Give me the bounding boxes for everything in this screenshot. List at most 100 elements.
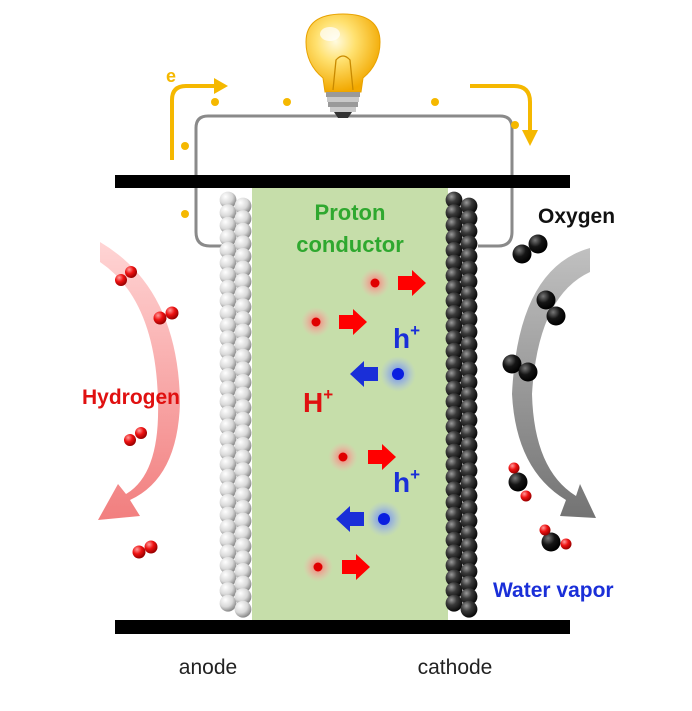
cathode-sphere	[445, 355, 463, 373]
cathode-sphere	[445, 368, 463, 385]
external-circuit-wire	[194, 114, 514, 248]
cathode-sphere	[460, 248, 478, 265]
anode-sphere	[234, 411, 252, 429]
anode-sphere	[234, 500, 252, 517]
cathode-sphere	[445, 443, 463, 461]
anode-sphere	[234, 248, 252, 265]
water-molecule	[539, 524, 572, 552]
anode-sphere	[219, 506, 237, 524]
cathode-sphere	[445, 582, 463, 599]
cathode-sphere	[460, 411, 478, 429]
anode-sphere	[234, 588, 252, 605]
anode-sphere	[234, 512, 252, 530]
cathode-sphere	[445, 279, 463, 297]
cathode-sphere	[460, 273, 478, 290]
anode-sphere	[219, 468, 237, 486]
water-molecule	[508, 462, 532, 502]
cathode-sphere	[445, 569, 463, 587]
oxygen-flow-arrow	[512, 248, 596, 518]
water-vapor-label: Water vapor	[493, 579, 614, 602]
anode-sphere	[219, 317, 237, 335]
cathode-label: cathode	[418, 656, 493, 679]
anode-sphere	[234, 575, 252, 593]
bottom-plate	[115, 620, 570, 634]
cathode-sphere	[445, 405, 463, 423]
anode-sphere	[234, 449, 252, 467]
oxygen-molecule	[502, 354, 538, 382]
cathode-sphere	[445, 330, 463, 347]
anode-sphere	[219, 531, 237, 549]
cathode-sphere	[460, 500, 478, 517]
anode-sphere	[219, 544, 237, 562]
cathode-sphere	[460, 437, 478, 454]
anode-sphere	[219, 279, 237, 297]
electrolyte-label-line2: conductor	[296, 232, 404, 257]
cathode-sphere	[445, 544, 463, 562]
anode-sphere	[219, 355, 237, 373]
proton-direction-arrow	[339, 309, 367, 335]
top-plate	[115, 175, 570, 188]
anode-sphere	[219, 242, 237, 259]
anode-sphere	[234, 235, 252, 253]
charge-carriers	[301, 268, 426, 582]
cathode-sphere	[445, 468, 463, 486]
anode-sphere	[219, 494, 237, 511]
anode-sphere	[219, 330, 237, 347]
anode-sphere	[234, 311, 252, 328]
proton-direction-arrow	[398, 270, 426, 296]
cathode-sphere	[445, 342, 463, 360]
cathode-sphere	[460, 512, 478, 530]
cathode-sphere	[460, 336, 478, 353]
anode-sphere	[219, 582, 237, 599]
cathode-sphere	[460, 197, 478, 215]
cathode-sphere	[445, 229, 463, 247]
cathode-sphere	[460, 474, 478, 492]
anode-sphere	[234, 348, 252, 366]
light-bulb-icon	[305, 13, 381, 118]
anode-sphere	[219, 368, 237, 385]
cathode-sphere	[445, 557, 463, 574]
cathode-sphere	[460, 285, 478, 303]
oxygen-label: Oxygen	[538, 205, 615, 228]
proton-carrier	[303, 552, 370, 582]
anode-sphere	[234, 600, 252, 618]
cathode-sphere	[460, 588, 478, 605]
anode-sphere	[234, 550, 252, 568]
proton-direction-arrow	[342, 554, 370, 580]
anode-sphere	[234, 399, 252, 416]
hydrogen-molecule	[132, 540, 158, 559]
cathode-sphere	[460, 348, 478, 366]
anode-sphere	[219, 191, 237, 209]
cathode-sphere	[445, 305, 463, 322]
anode-sphere	[219, 267, 237, 284]
cathode-sphere	[445, 393, 463, 410]
anode-sphere	[219, 342, 237, 360]
anode-sphere	[219, 204, 237, 222]
anode-sphere	[219, 418, 237, 436]
anode-sphere	[234, 323, 252, 341]
anode-sphere	[219, 519, 237, 536]
cathode-sphere	[460, 235, 478, 253]
anode-sphere	[234, 563, 252, 580]
proton-carrier	[301, 307, 367, 337]
cathode-sphere	[445, 267, 463, 284]
cathode-sphere	[445, 594, 463, 612]
anode-sphere	[219, 229, 237, 247]
proton-label: H+	[303, 385, 333, 418]
electron-dot	[181, 142, 189, 150]
anode-sphere	[234, 437, 252, 454]
cathode-sphere	[460, 600, 478, 618]
cathode-sphere	[460, 563, 478, 580]
cathode-sphere	[460, 525, 478, 542]
cathode-sphere	[445, 191, 463, 209]
anode-sphere	[219, 594, 237, 612]
cathode-sphere	[445, 204, 463, 222]
cathode-sphere	[460, 537, 478, 555]
anode-sphere	[219, 569, 237, 587]
cathode-sphere	[445, 292, 463, 310]
hole-carrier	[350, 356, 416, 392]
cathode-sphere	[460, 449, 478, 467]
anode-sphere	[234, 285, 252, 303]
